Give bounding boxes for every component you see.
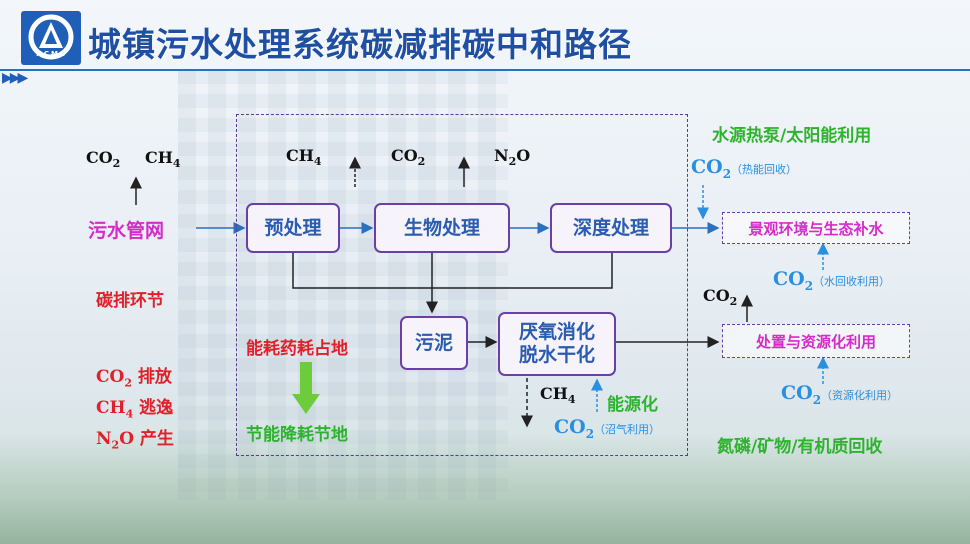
co2-biogas-utilization: CO2（沼气利用） — [554, 416, 661, 441]
digestion-ch4: CH4 — [540, 384, 576, 407]
top-n2o: N2O — [494, 146, 531, 169]
digestion-dewatering-box: 厌氧消化 脱水干化 — [498, 312, 616, 376]
background-building — [178, 70, 508, 500]
pretreatment-box: 预处理 — [246, 203, 340, 253]
co2-emission-label: CO2 排放 — [96, 367, 172, 390]
sewer-network-label: 污水管网 — [88, 220, 165, 242]
title-underline — [0, 69, 970, 71]
nutrient-mineral-recovery-label: 氮磷/矿物/有机质回收 — [717, 437, 883, 457]
ch4-escape-label: CH4 逃逸 — [96, 398, 174, 421]
co2-resource-utilization: CO2（资源化利用） — [781, 382, 899, 407]
co2-heat-recovery: CO2（热能回收） — [691, 156, 798, 181]
carbon-emission-link-label: 碳排环节 — [96, 291, 164, 311]
energy-saving-label: 节能降耗节地 — [246, 425, 348, 445]
dewatering-label: 脱水干化 — [518, 344, 595, 366]
advanced-treatment-box: 深度处理 — [550, 203, 672, 253]
n2o-produce-label: N2O 产生 — [96, 429, 174, 452]
top-co2: CO2 — [391, 146, 426, 169]
sewer-co2: CO2 — [86, 148, 121, 171]
background-trees — [0, 434, 970, 544]
logo-text: NCME — [36, 50, 67, 58]
treatment-plant-boundary — [236, 114, 688, 456]
digestion-label: 厌氧消化 — [518, 321, 595, 344]
disposal-resource-box: 处置与资源化利用 — [722, 324, 910, 358]
energy-recovery-label: 能源化 — [607, 395, 658, 415]
logo: NCME — [20, 10, 82, 66]
triple-arrow-icon: ▶▶▶ — [2, 70, 28, 86]
sewer-ch4: CH4 — [145, 148, 181, 171]
heat-pump-solar-label: 水源热泵/太阳能利用 — [712, 126, 872, 146]
co2-water-reuse: CO2（水回收利用） — [773, 268, 891, 293]
biological-treatment-box: 生物处理 — [374, 203, 510, 253]
top-ch4: CH4 — [286, 146, 322, 169]
energy-consumption-label: 能耗药耗占地 — [246, 339, 348, 359]
landscape-ecological-water-box: 景观环境与生态补水 — [722, 212, 910, 244]
sludge-box: 污泥 — [400, 316, 468, 370]
down-arrow-icon — [292, 362, 320, 416]
disposal-co2: CO2 — [703, 286, 738, 309]
page-title: 城镇污水处理系统碳减排碳中和路径 — [88, 25, 632, 64]
